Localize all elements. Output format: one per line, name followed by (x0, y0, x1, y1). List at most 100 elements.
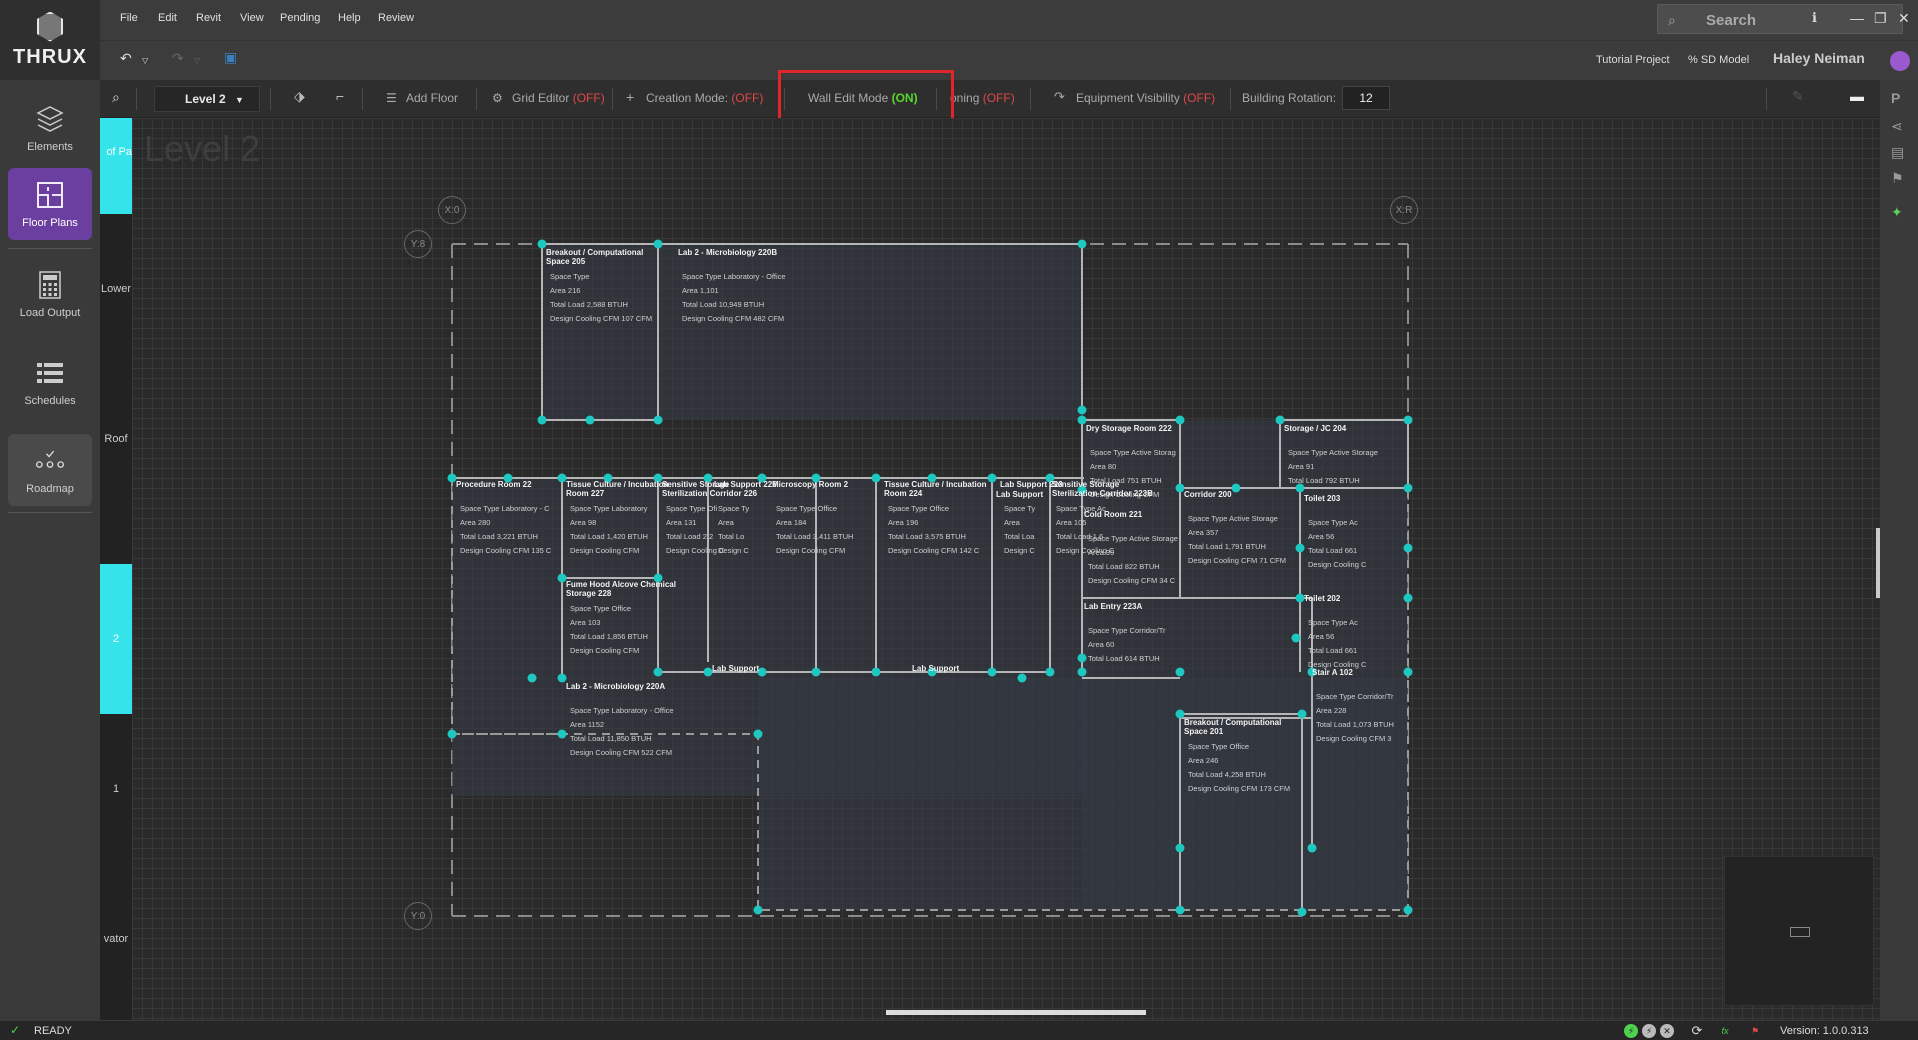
wall-node[interactable] (1077, 239, 1087, 249)
wall-node[interactable] (557, 673, 567, 683)
redo-icon[interactable]: ↷ (172, 50, 184, 66)
redo-dropdown-icon[interactable]: ▽ (194, 56, 201, 65)
wall-node[interactable] (1275, 415, 1285, 425)
wall-node[interactable] (1175, 905, 1185, 915)
wall-node[interactable] (753, 729, 763, 739)
properties-icon[interactable]: P (1891, 90, 1901, 106)
error-status-icon[interactable]: ✕ (1660, 1024, 1674, 1038)
room-label[interactable]: Breakout / Computational Space 201 (1184, 718, 1282, 736)
share-icon[interactable]: ⋖ (1891, 118, 1903, 134)
wall-tool-icon[interactable]: ⌐ (336, 88, 345, 104)
wall-node[interactable] (703, 473, 713, 483)
room-label[interactable]: Microscopy Room 2 (772, 480, 849, 489)
wall-node[interactable] (503, 473, 513, 483)
chat-icon[interactable]: ▤ (1891, 144, 1905, 160)
wall-node[interactable] (653, 415, 663, 425)
wall-node[interactable] (1403, 905, 1413, 915)
room-label[interactable]: Procedure Room 22 (456, 480, 532, 489)
wall-node[interactable] (987, 667, 997, 677)
wall-node[interactable] (1307, 667, 1317, 677)
room-label[interactable]: Sensitive Storage Sterilization Corridor… (1052, 480, 1153, 498)
wall-node[interactable] (557, 729, 567, 739)
wall-node[interactable] (1403, 543, 1413, 553)
zoning-button[interactable]: oning (OFF) (950, 91, 1015, 105)
grid-marker-y8[interactable]: Y:8 (404, 230, 432, 258)
horizontal-scrollbar[interactable] (886, 1010, 1146, 1015)
save-icon[interactable]: ▣ (224, 49, 238, 65)
grid-marker-xr[interactable]: X:R (1390, 196, 1418, 224)
room-label[interactable]: Tissue Culture / Incubation Room 224 (884, 480, 987, 498)
user-name[interactable]: Haley Neiman (1773, 50, 1865, 66)
sidebar-item-floor-plans[interactable]: Floor Plans (8, 168, 92, 240)
undo-icon[interactable]: ↶ (120, 50, 132, 66)
wall-node[interactable] (447, 729, 457, 739)
wall-node[interactable] (1403, 415, 1413, 425)
wall-node[interactable] (603, 473, 613, 483)
search-box[interactable]: ⌕ (1657, 4, 1903, 34)
wall-node[interactable] (1175, 667, 1185, 677)
wall-node[interactable] (1077, 405, 1087, 415)
wall-node[interactable] (653, 473, 663, 483)
grid-marker-x0[interactable]: X:0 (438, 196, 466, 224)
wall-node[interactable] (537, 239, 547, 249)
room-label[interactable]: Lab 2 - Microbiology 220A (566, 682, 666, 691)
wall-node[interactable] (653, 239, 663, 249)
wall-edit-mode-button[interactable]: Wall Edit Mode (ON) (808, 91, 918, 105)
wall-node[interactable] (1403, 483, 1413, 493)
wall-node[interactable] (1295, 543, 1305, 553)
wall-node[interactable] (1017, 673, 1027, 683)
undo-dropdown-icon[interactable]: ▽ (142, 56, 149, 65)
wall-node[interactable] (871, 473, 881, 483)
room-label[interactable]: Toilet 203 (1304, 494, 1341, 503)
wall-node[interactable] (585, 415, 595, 425)
wall-node[interactable] (653, 667, 663, 677)
wall-node[interactable] (753, 905, 763, 915)
room-label[interactable]: Stair A 102 (1312, 668, 1353, 677)
level-item[interactable]: Roof (104, 433, 128, 445)
grid-editor-button[interactable]: Grid Editor (OFF) (512, 91, 605, 105)
pen-icon[interactable]: ✎ (1792, 88, 1804, 104)
wall-node[interactable] (927, 473, 937, 483)
wall-node[interactable] (1231, 483, 1241, 493)
wall-node[interactable] (1175, 483, 1185, 493)
wall-node[interactable] (871, 667, 881, 677)
wall-node[interactable] (527, 673, 537, 683)
level-item[interactable]: of Pa (100, 110, 132, 214)
menu-file[interactable]: File (120, 12, 138, 24)
room-label[interactable]: Dry Storage Room 222 (1086, 424, 1172, 433)
wall-node[interactable] (757, 473, 767, 483)
room-label[interactable]: Lab Support 223 (1000, 480, 1063, 489)
room-label[interactable]: Sensitive Storage Sterilization Corridor… (662, 480, 758, 498)
wall-node[interactable] (653, 573, 663, 583)
room-label[interactable]: Corridor 200 (1184, 490, 1232, 499)
room-label[interactable]: Lab Support (996, 490, 1044, 499)
maximize-icon[interactable]: ❐ (1874, 10, 1887, 26)
wall-node[interactable] (1297, 709, 1307, 719)
wall-node[interactable] (1297, 907, 1307, 917)
formula-icon[interactable]: fx (1721, 1026, 1729, 1036)
wall-node[interactable] (1307, 843, 1317, 853)
room-label[interactable]: Lab Support (912, 664, 960, 673)
refresh-icon[interactable]: ⟳ (1691, 1023, 1703, 1038)
wall-node[interactable] (811, 473, 821, 483)
minimap[interactable] (1724, 856, 1874, 1006)
wall-node[interactable] (927, 667, 937, 677)
wall-node[interactable] (537, 415, 547, 425)
flag-icon[interactable]: ⚑ (1750, 1026, 1760, 1036)
creation-mode-button[interactable]: Creation Mode: (OFF) (646, 91, 763, 105)
info-icon[interactable]: ℹ (1812, 10, 1817, 25)
wall-node[interactable] (447, 473, 457, 483)
room-label[interactable]: Fume Hood Alcove Chemical Storage 228 (566, 580, 676, 598)
wall-node[interactable] (1403, 593, 1413, 603)
search-input[interactable] (1706, 10, 1886, 30)
wall-node[interactable] (1175, 843, 1185, 853)
avatar[interactable] (1890, 51, 1910, 71)
sidebar-item-roadmap[interactable]: Roadmap (8, 434, 92, 506)
room-label[interactable]: Lab Support 226 (714, 480, 777, 489)
menu-help[interactable]: Help (338, 12, 361, 24)
menu-revit[interactable]: Revit (196, 12, 222, 24)
level-item[interactable]: 1 (112, 783, 120, 795)
room-label[interactable]: Storage / JC 204 (1284, 424, 1347, 433)
wall-node[interactable] (1175, 415, 1185, 425)
room-label[interactable]: Breakout / Computational Space 205 (546, 248, 644, 266)
